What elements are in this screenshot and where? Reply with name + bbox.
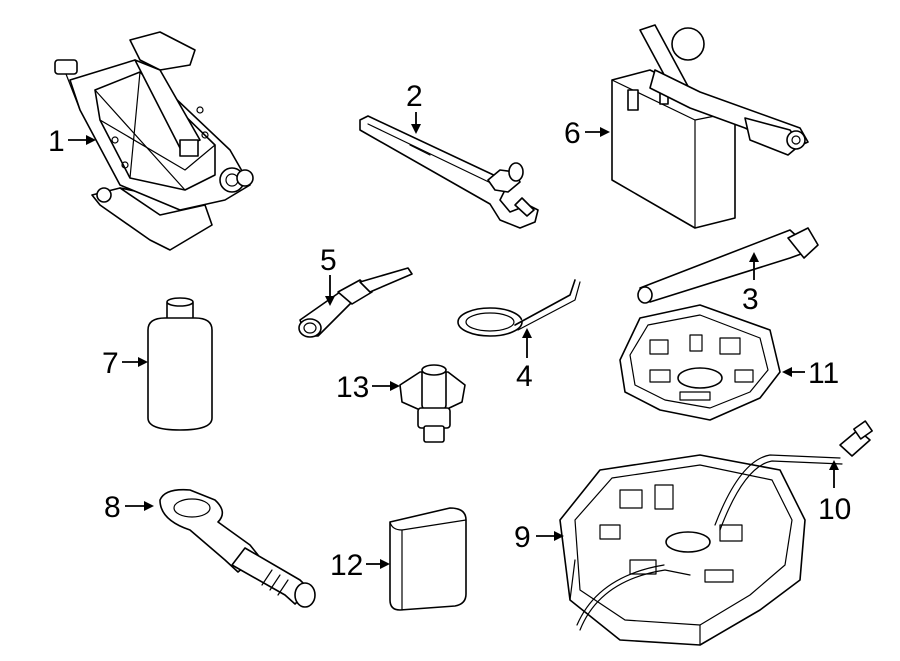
part-tow-hook (457, 279, 581, 337)
part-foam-tray (619, 304, 781, 421)
callout-5: 5 (320, 244, 337, 277)
callout-6: 6 (564, 117, 581, 150)
part-screwdriver (298, 267, 413, 338)
callout-8: 8 (104, 491, 121, 524)
callout-7: 7 (102, 347, 119, 380)
part-scissor-jack (54, 31, 254, 251)
callout-13: 13 (336, 371, 369, 404)
part-extension-rod (637, 227, 819, 304)
callout-9: 9 (514, 521, 531, 554)
callout-numbers: 1 2 3 4 5 6 7 8 9 10 11 12 13 (48, 80, 851, 582)
callout-11: 11 (808, 357, 839, 390)
part-large-foam-tray (559, 454, 843, 646)
part-tow-eye (159, 488, 316, 608)
part-box (389, 507, 467, 611)
callout-10: 10 (818, 493, 851, 526)
callout-12: 12 (330, 549, 363, 582)
callout-arrows (68, 112, 839, 569)
callout-4: 4 (516, 360, 533, 393)
callout-2: 2 (406, 80, 423, 113)
part-valve (399, 364, 466, 443)
callout-3: 3 (742, 283, 759, 316)
callout-1: 1 (48, 125, 65, 158)
part-lug-wrench (359, 115, 539, 229)
part-wire-connector (839, 420, 873, 457)
part-tool-kit (611, 24, 809, 229)
part-bottle (147, 297, 213, 431)
